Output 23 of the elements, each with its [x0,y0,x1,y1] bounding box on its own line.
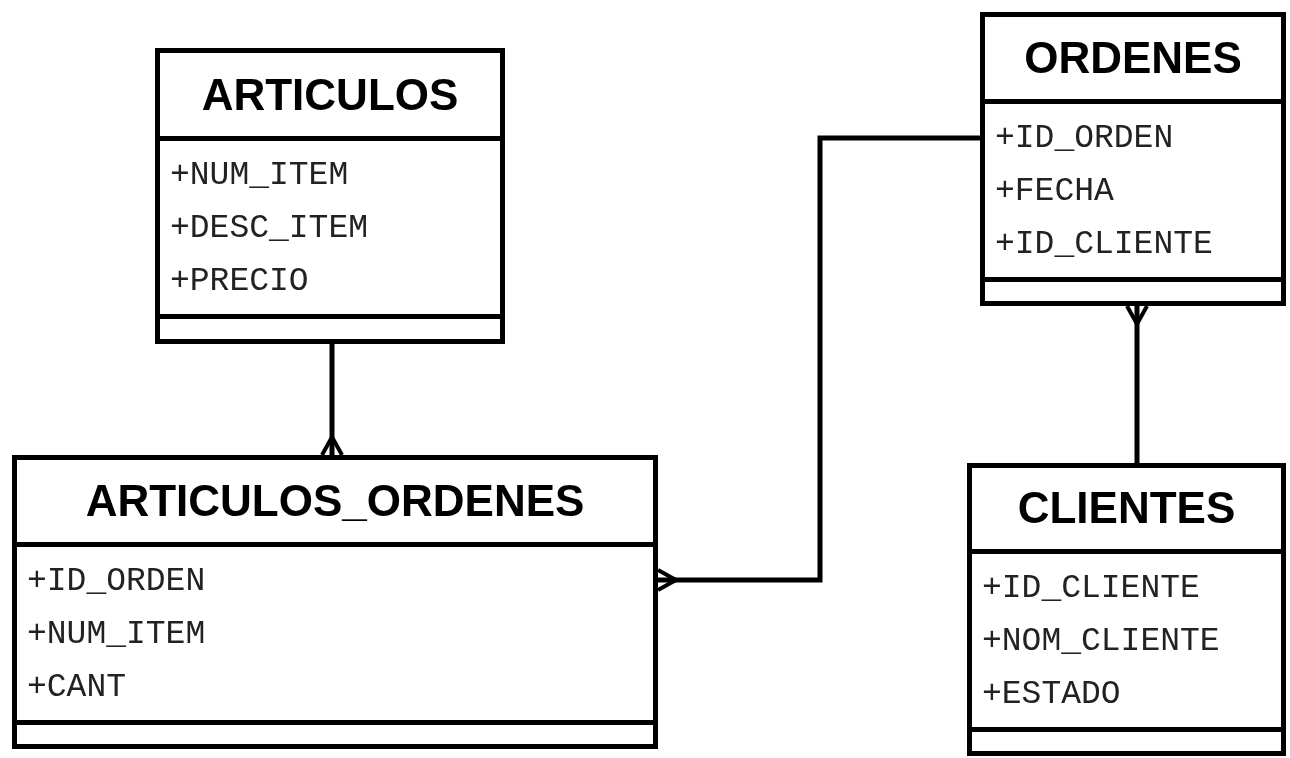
attribute-text: +ESTADO [982,674,1121,715]
relationship-line [1125,304,1149,463]
entity-name: ORDENES [1024,32,1242,83]
attribute-text: +NOM_CLIENTE [982,621,1220,662]
entity-box [12,455,658,749]
relationship-line [320,344,344,457]
attribute-text: +PRECIO [170,262,309,303]
entity-box [980,12,1286,306]
attribute-text: +ID_CLIENTE [995,224,1213,265]
entity-box [155,48,505,344]
attribute-text: +NUM_ITEM [170,156,349,197]
attribute-text: +NUM_ITEM [27,614,206,655]
attribute-text: +ID_CLIENTE [982,568,1200,609]
entity-name: ARTICULOS [201,69,459,120]
entity-name: CLIENTES [1017,483,1236,534]
attribute-text: +DESC_ITEM [170,209,369,250]
entity-box [967,463,1286,756]
entity-name: ARTICULOS_ORDENES [85,475,585,526]
attribute-text: +ID_ORDEN [27,561,206,602]
attribute-text: +FECHA [995,171,1114,212]
relationship-line [656,135,980,592]
attribute-text: +CANT [27,667,127,708]
attribute-text: +ID_ORDEN [995,118,1174,159]
